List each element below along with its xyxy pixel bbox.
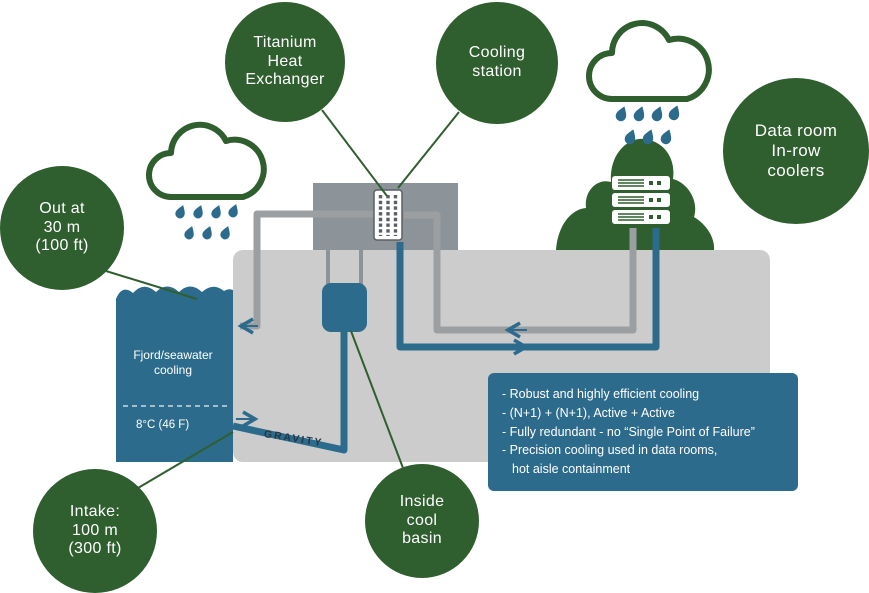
fjord-water [116, 286, 233, 462]
callout-label: Intake: 100 m (300 ft) [68, 502, 122, 558]
rain-cloud-icon-right [586, 20, 712, 146]
fjord-label: Fjord/seawater cooling [133, 348, 213, 377]
callout-cooling-station: Cooling station [436, 2, 558, 124]
spec-line: - Robust and highly efficient cooling [502, 387, 700, 401]
callout-line-titanium [321, 109, 388, 197]
pipe-gravity-intake [232, 331, 348, 454]
cool-basin-icon [322, 283, 367, 332]
callout-out-at-30m: Out at 30 m (100 ft) [0, 166, 124, 290]
heat-exchanger-icon [373, 189, 403, 241]
callout-titanium-heat-exchanger: Titanium Heat Exchanger [225, 2, 345, 122]
spec-line: - Fully redundant - no “Single Point of … [502, 424, 755, 439]
callout-line-cooling-station [397, 111, 460, 189]
rain-drops [174, 202, 241, 241]
callout-inside-cool-basin: Inside cool basin [365, 464, 479, 578]
callout-line-intake [137, 431, 234, 489]
basin-duct [326, 240, 363, 287]
callout-line-basin [350, 330, 404, 469]
fjord-temperature: 8°C (46 F) [136, 419, 190, 431]
callout-data-room-coolers: Data room In-row coolers [723, 78, 869, 224]
callout-label: Inside cool basin [399, 492, 445, 548]
callout-line-out [105, 270, 198, 300]
specs-panel: - Robust and highly efficient cooling - … [488, 373, 798, 491]
callout-intake-100m: Intake: 100 m (300 ft) [33, 469, 157, 593]
server-rack-icon [612, 176, 670, 224]
rain-drops [614, 103, 683, 146]
spec-line: - Precision cooling used in data rooms, [502, 443, 718, 458]
callout-label: Data room In-row coolers [754, 120, 838, 181]
rain-cloud-icon-left [146, 121, 267, 241]
pipe-warm-return [404, 211, 637, 334]
spec-line: hot aisle containment [512, 462, 631, 476]
callout-label: Cooling station [468, 44, 526, 80]
spec-line: - (N+1) + (N+1), Active + Active [502, 405, 675, 420]
callout-label: Titanium Heat Exchanger [245, 33, 325, 89]
callout-label: Out at 30 m (100 ft) [35, 199, 89, 255]
